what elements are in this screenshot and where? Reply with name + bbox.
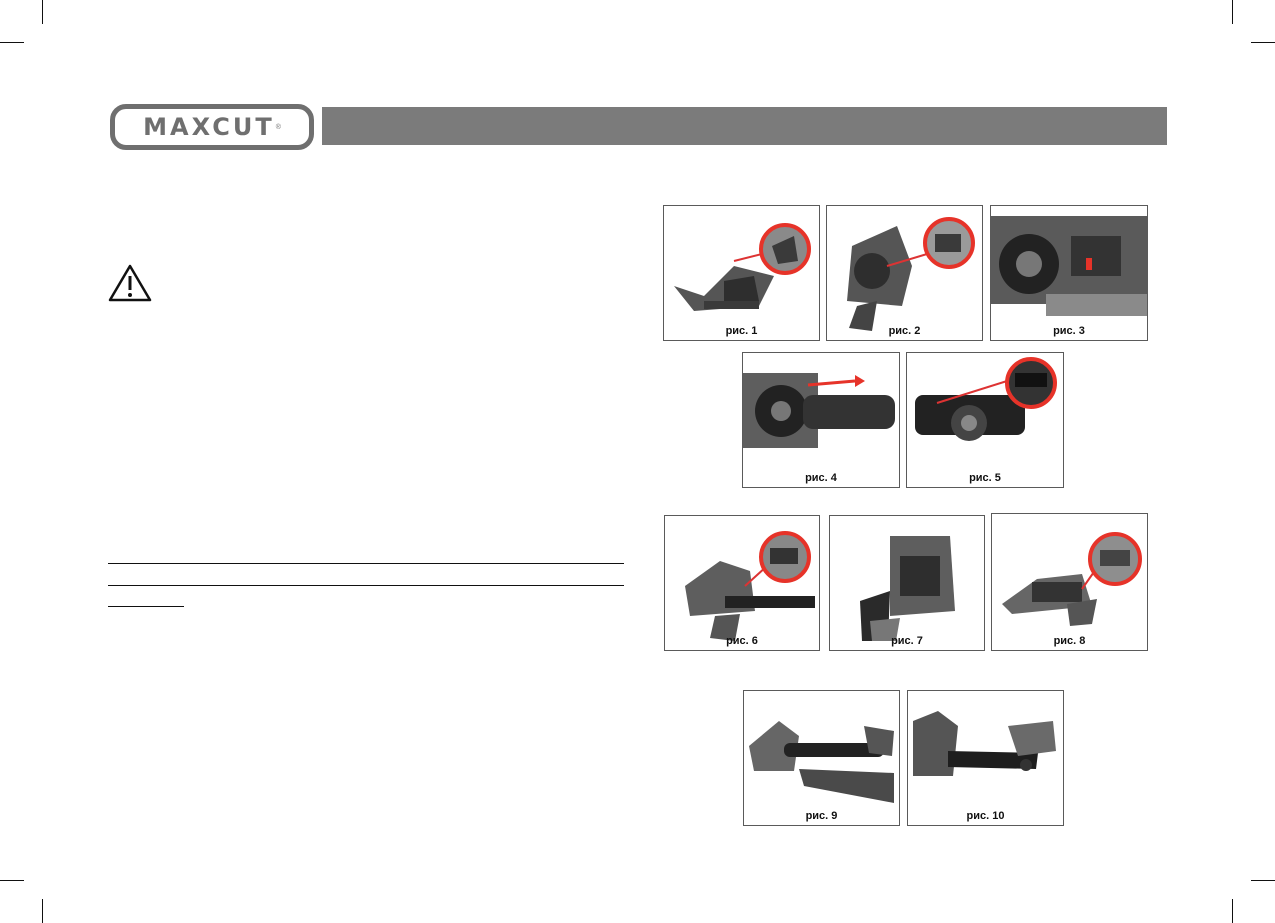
figure-caption: рис. 3 bbox=[1053, 325, 1085, 337]
warning-triangle-icon bbox=[108, 264, 152, 302]
figure-5: рис. 5 bbox=[906, 352, 1064, 488]
figure-1: рис. 1 bbox=[663, 205, 820, 341]
figure-caption: рис. 8 bbox=[1053, 635, 1086, 647]
crop-mark bbox=[1251, 880, 1275, 881]
chainsaw-illustration bbox=[685, 531, 815, 641]
chainsaw-illustration bbox=[749, 721, 894, 803]
header-bar bbox=[322, 107, 1167, 145]
figure-caption: рис. 9 bbox=[805, 810, 838, 822]
crop-mark bbox=[42, 899, 43, 923]
figure-caption: рис. 4 bbox=[805, 472, 837, 484]
figure-caption: рис. 1 bbox=[725, 325, 758, 337]
fill-in-line bbox=[108, 563, 624, 564]
crop-mark bbox=[1232, 0, 1233, 24]
chainsaw-illustration bbox=[991, 216, 1147, 316]
chainsaw-illustration bbox=[913, 711, 1056, 776]
brand-logo-text: MAXCUT bbox=[143, 113, 275, 141]
figure-caption: рис. 10 bbox=[966, 810, 1005, 822]
chainsaw-illustration bbox=[860, 536, 955, 641]
figure-8: рис. 8 bbox=[991, 513, 1148, 651]
figure-2: рис. 2 bbox=[826, 205, 983, 341]
chainsaw-illustration bbox=[743, 373, 895, 448]
chainsaw-illustration bbox=[915, 357, 1057, 441]
chainsaw-illustration bbox=[847, 217, 975, 331]
fill-in-line bbox=[108, 585, 624, 586]
crop-mark bbox=[1232, 899, 1233, 923]
figure-caption: рис. 6 bbox=[726, 635, 758, 647]
figure-caption: рис. 2 bbox=[888, 325, 921, 337]
crop-mark bbox=[0, 880, 24, 881]
figure-3: рис. 3 bbox=[990, 205, 1148, 341]
figure-10: рис. 10 bbox=[907, 690, 1064, 826]
figure-9: рис. 9 bbox=[743, 690, 900, 826]
figure-caption: рис. 7 bbox=[891, 635, 923, 647]
figure-caption: рис. 5 bbox=[969, 472, 1001, 484]
fill-in-line bbox=[108, 606, 184, 607]
brand-logo: MAXCUT ® bbox=[110, 104, 314, 150]
figure-7: рис. 7 bbox=[829, 515, 985, 651]
figure-4: рис. 4 bbox=[742, 352, 900, 488]
chainsaw-illustration bbox=[674, 223, 811, 311]
crop-mark bbox=[1251, 42, 1275, 43]
figure-6: рис. 6 bbox=[664, 515, 820, 651]
chainsaw-illustration bbox=[1002, 532, 1142, 626]
registered-mark: ® bbox=[275, 123, 281, 131]
crop-mark bbox=[42, 0, 43, 24]
crop-mark bbox=[0, 42, 24, 43]
